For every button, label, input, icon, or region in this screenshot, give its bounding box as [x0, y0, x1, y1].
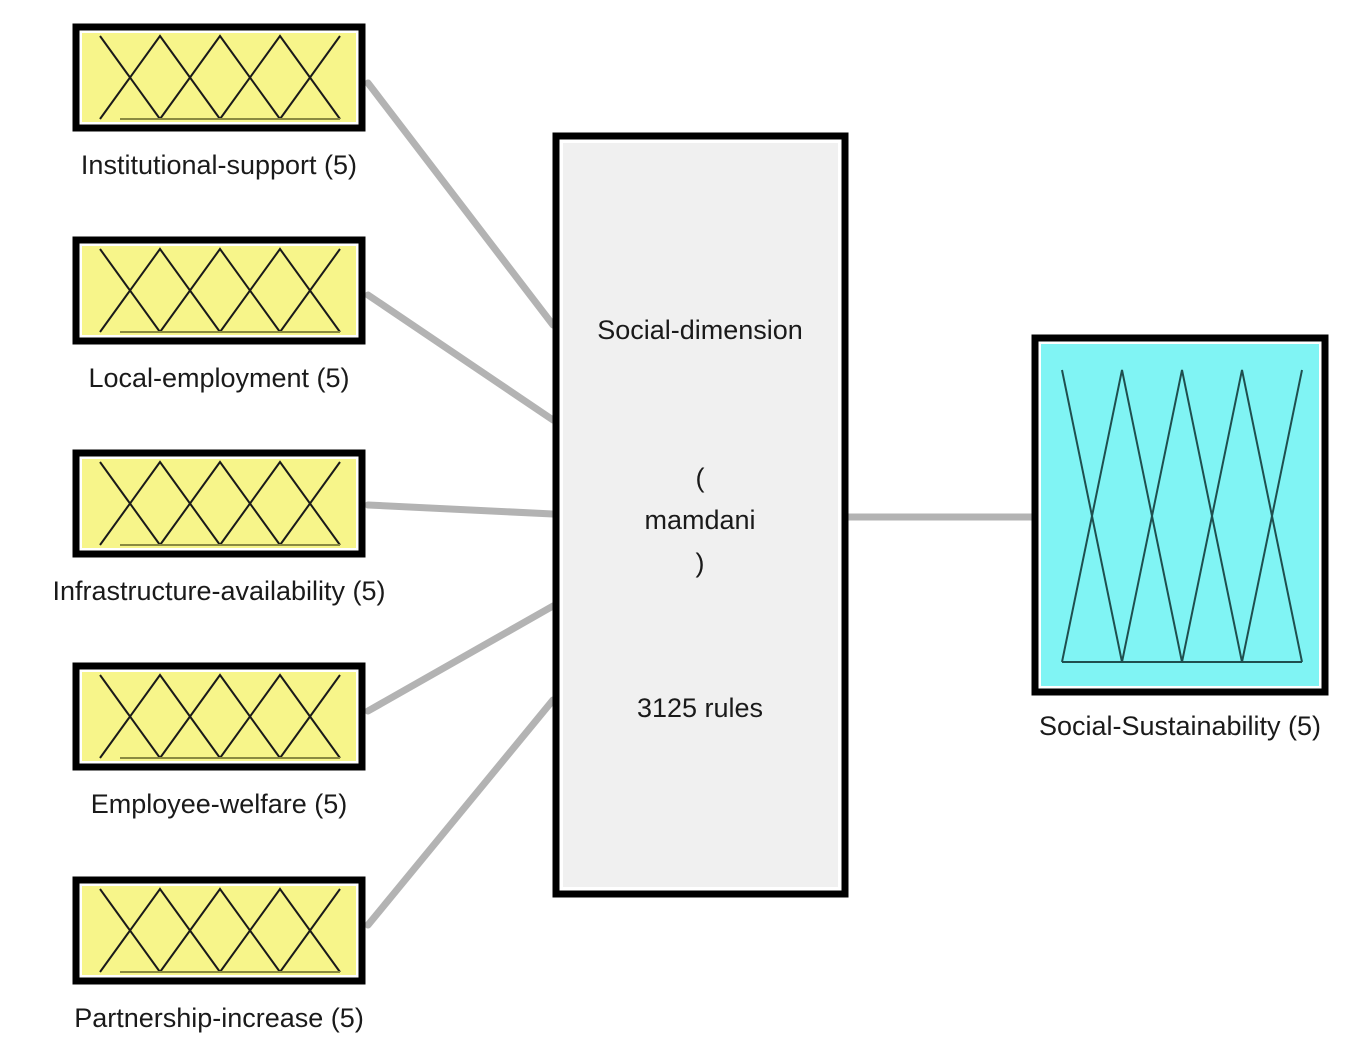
input-box-fill — [82, 672, 356, 761]
output-variable: Social-Sustainability (5) — [1031, 334, 1329, 741]
connector-line — [364, 291, 557, 424]
input-label: Institutional-support (5) — [81, 150, 357, 180]
input-label: Local-employment (5) — [88, 363, 349, 393]
input-label: Partnership-increase (5) — [74, 1003, 364, 1033]
input-variable-2[interactable]: Local-employment (5) — [72, 236, 366, 393]
membership-function — [99, 673, 221, 759]
membership-function — [99, 34, 221, 120]
input-variable-3[interactable]: Infrastructure-availability (5) — [52, 449, 386, 606]
membership-function — [279, 888, 341, 973]
membership-function — [159, 887, 281, 973]
fis-system-fill — [563, 143, 838, 887]
input-mf-plot — [99, 34, 341, 120]
fis-method: mamdani — [644, 505, 755, 535]
membership-function — [1181, 369, 1303, 663]
membership-function — [159, 673, 281, 759]
input-label: Employee-welfare (5) — [91, 789, 348, 819]
membership-function — [219, 34, 341, 120]
input-variable-1[interactable]: Institutional-support (5) — [72, 23, 366, 180]
input-box-fill — [82, 886, 356, 975]
connector-line — [364, 501, 557, 518]
input-mf-plot — [99, 673, 341, 759]
membership-function — [219, 673, 341, 759]
fis-rules-count: 3125 rules — [637, 693, 763, 723]
membership-function — [159, 34, 281, 120]
connector-line — [364, 696, 557, 929]
membership-function — [159, 247, 281, 333]
membership-function — [1241, 369, 1303, 663]
input-mf-plot — [99, 887, 341, 973]
fis-system-block[interactable]: Social-dimension ( mamdani ) 3125 rules — [552, 132, 849, 898]
input-label: Infrastructure-availability (5) — [52, 576, 385, 606]
connector-line — [364, 602, 557, 715]
output-mf-plot — [1061, 369, 1303, 663]
input-box-fill — [82, 459, 356, 548]
input-box-fill — [82, 246, 356, 335]
membership-function — [99, 460, 221, 546]
output-box-fill — [1041, 344, 1319, 686]
membership-function — [219, 887, 341, 973]
membership-function — [99, 247, 221, 333]
membership-function — [99, 887, 221, 973]
input-variable-4[interactable]: Employee-welfare (5) — [72, 662, 366, 819]
fis-close-paren: ) — [696, 548, 705, 578]
membership-function — [159, 460, 281, 546]
membership-function — [1121, 369, 1243, 663]
membership-function — [1061, 369, 1183, 663]
membership-function — [279, 461, 341, 546]
input-mf-plot — [99, 460, 341, 546]
input-mf-plot — [99, 247, 341, 333]
connector-line — [364, 79, 557, 329]
membership-function — [279, 248, 341, 333]
membership-function — [219, 247, 341, 333]
connectors — [364, 79, 1032, 929]
input-variables: Institutional-support (5) Local-employmen… — [52, 23, 386, 1033]
membership-function — [279, 35, 341, 120]
fis-system-name: Social-dimension — [597, 315, 803, 345]
membership-function — [279, 674, 341, 759]
fis-open-paren: ( — [696, 463, 705, 493]
output-variable-block[interactable]: Social-Sustainability (5) — [1031, 334, 1329, 741]
input-box-fill — [82, 33, 356, 122]
output-label: Social-Sustainability (5) — [1039, 711, 1321, 741]
membership-function — [219, 460, 341, 546]
input-variable-5[interactable]: Partnership-increase (5) — [72, 876, 366, 1033]
